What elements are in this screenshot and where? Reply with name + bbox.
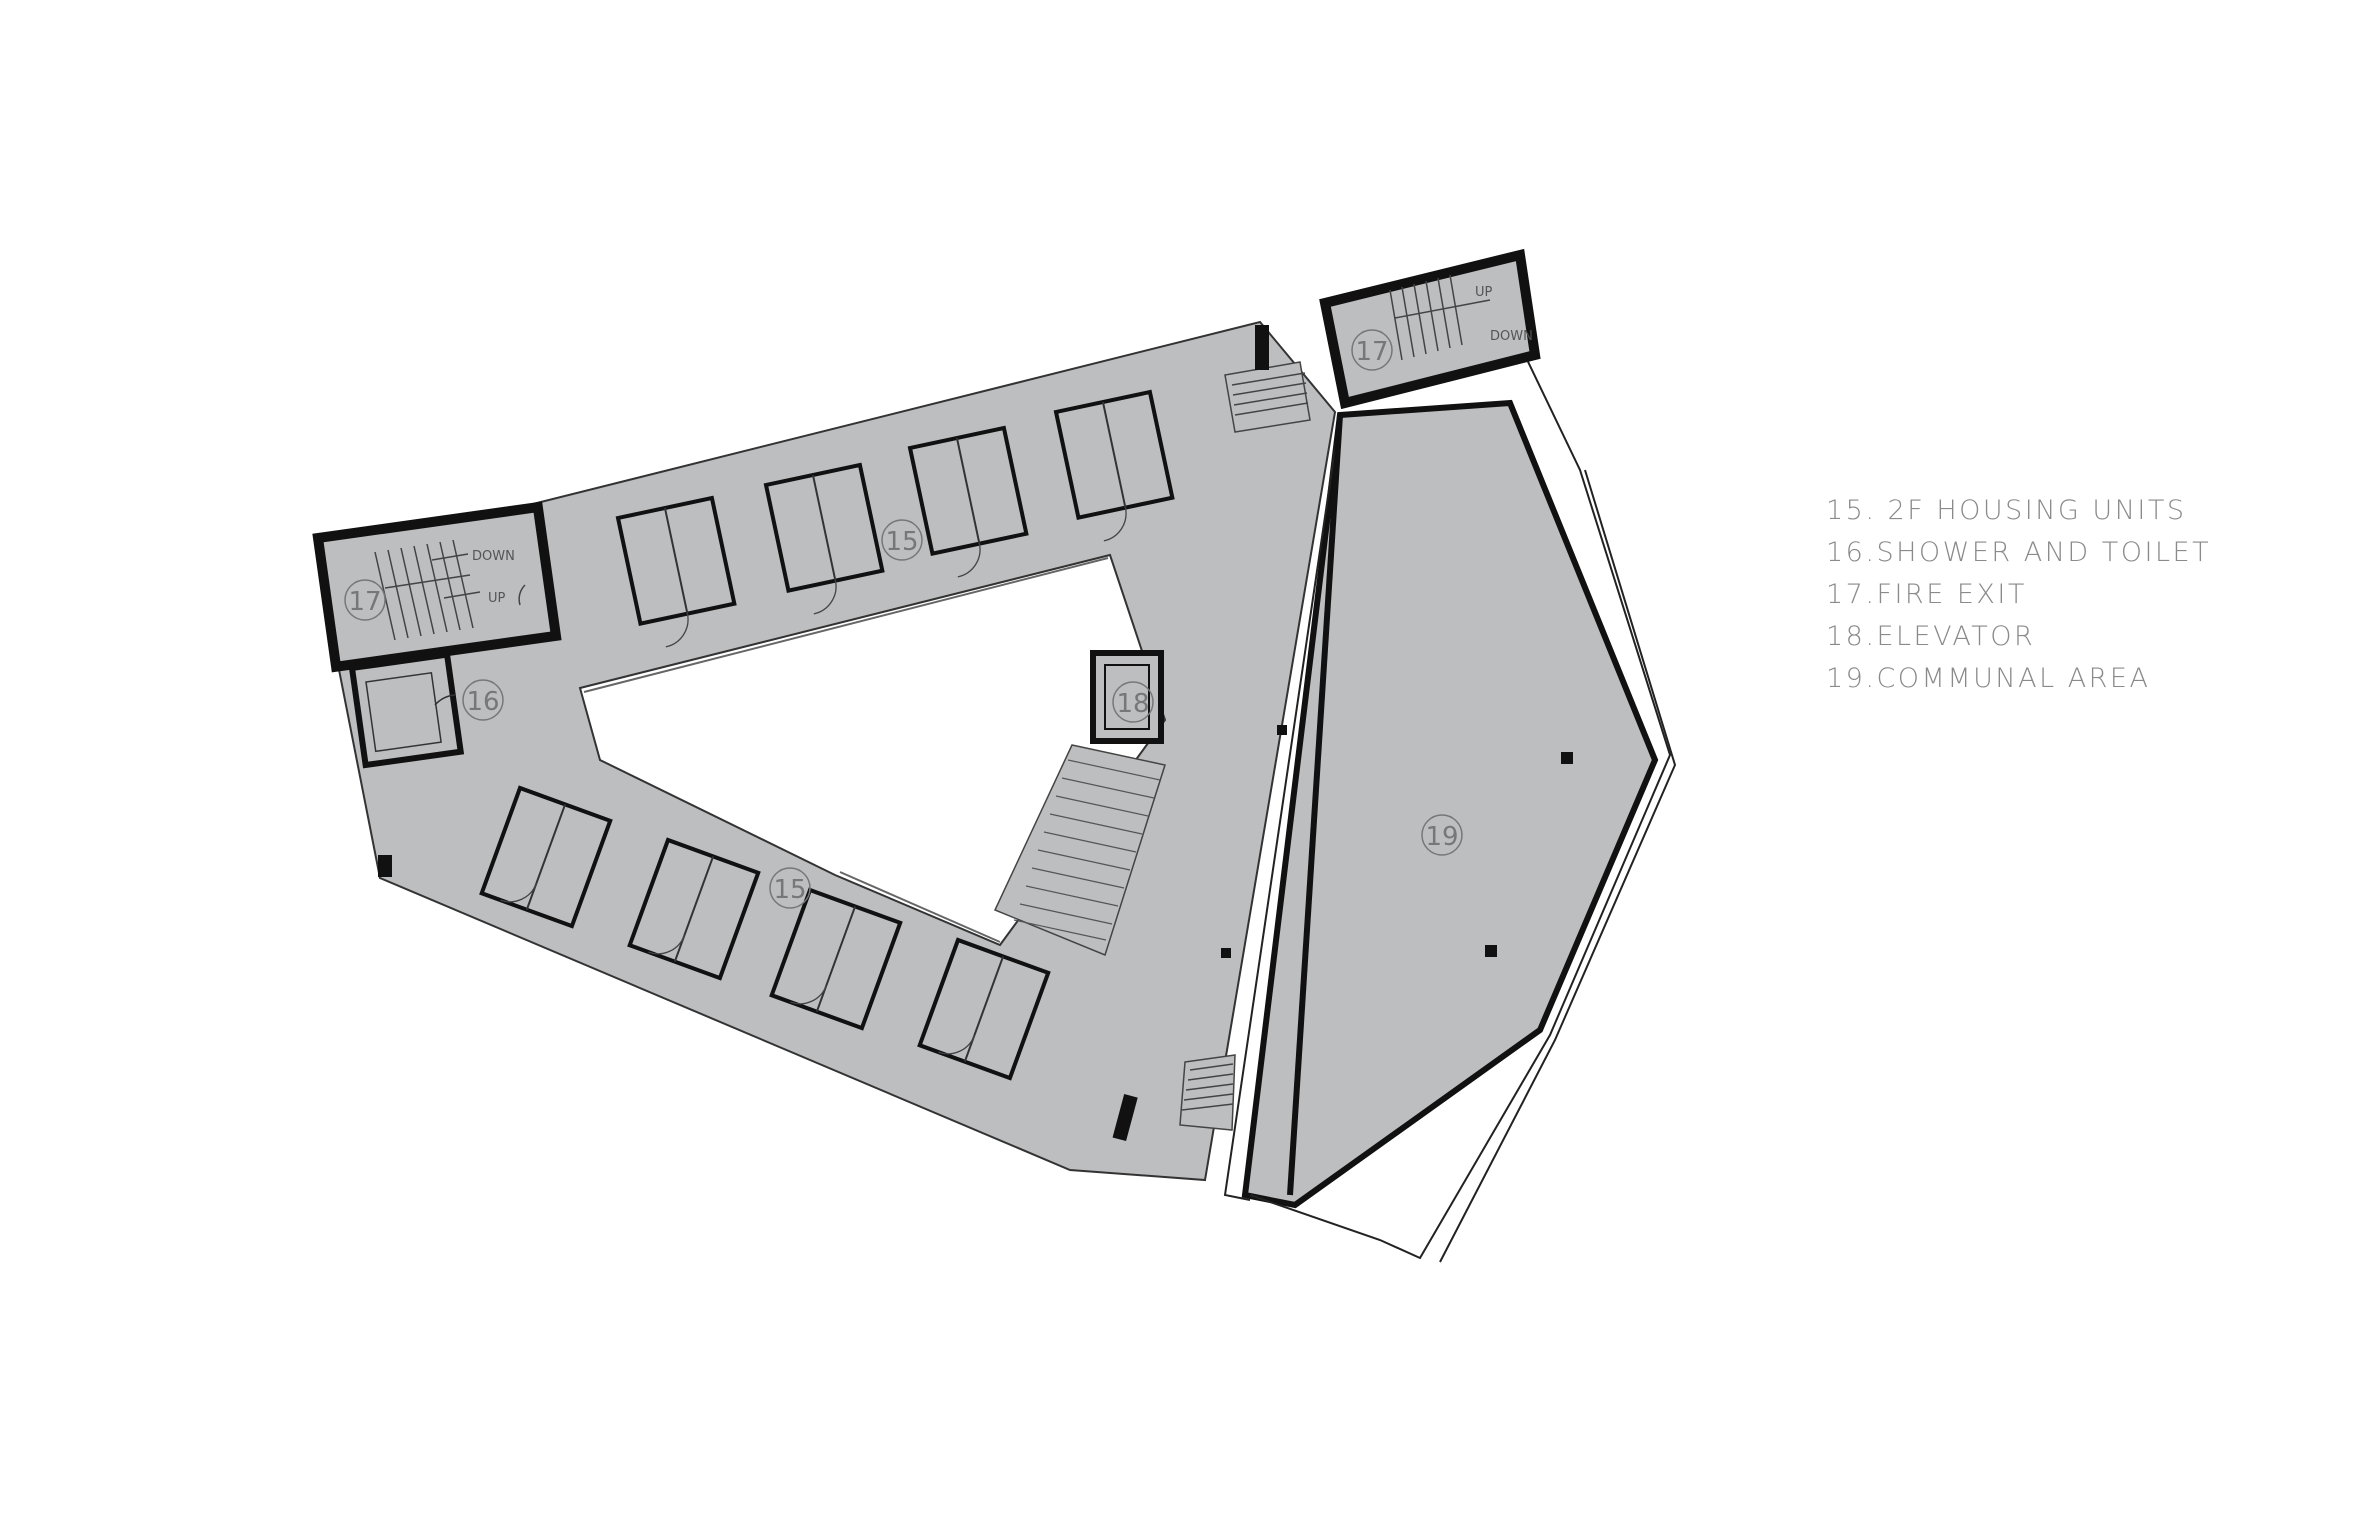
stair-north	[1224, 325, 1311, 433]
room-label-18: 18	[1116, 689, 1149, 719]
stair-south	[1112, 1054, 1236, 1142]
stair-label-up-east: UP	[1475, 285, 1493, 300]
stair-label-down: DOWN	[472, 549, 515, 564]
housing-units-south: 15	[479, 785, 1051, 1081]
housing-wing-floor	[315, 320, 1337, 1182]
stair-label-up: UP	[488, 591, 506, 606]
legend-item-communal: 19.COMMUNAL AREA	[1826, 663, 2151, 694]
fire-exit-west: DOWN UP 17	[312, 501, 562, 673]
room-label-19: 19	[1425, 822, 1458, 852]
room-label-15-south: 15	[773, 875, 806, 905]
legend-item-shower-toilet: 16.SHOWER AND TOILET	[1826, 537, 2212, 568]
shower-toilet: 16	[348, 651, 504, 769]
communal-area	[1241, 399, 1659, 1209]
stair-label-down-east: DOWN	[1490, 329, 1533, 344]
legend-item-elevator: 18.ELEVATOR	[1826, 621, 2036, 652]
room-label-15-north: 15	[885, 527, 918, 557]
housing-units-north: 15	[615, 389, 1175, 648]
room-label-17-east: 17	[1355, 337, 1388, 367]
legend: 15. 2F HOUSING UNITS 16.SHOWER AND TOILE…	[1826, 490, 2211, 700]
facade-outline	[1249, 344, 1672, 1260]
legend-item-housing: 15. 2F HOUSING UNITS	[1826, 495, 2187, 526]
fire-exit-east: UP DOWN 17	[1319, 248, 1541, 410]
room-label-17-west: 17	[348, 587, 381, 617]
room-label-16: 16	[466, 687, 499, 717]
legend-item-fire-exit: 17.FIRE EXIT	[1826, 579, 2027, 610]
central-stair	[993, 744, 1166, 957]
elevator: 18	[1090, 650, 1164, 744]
